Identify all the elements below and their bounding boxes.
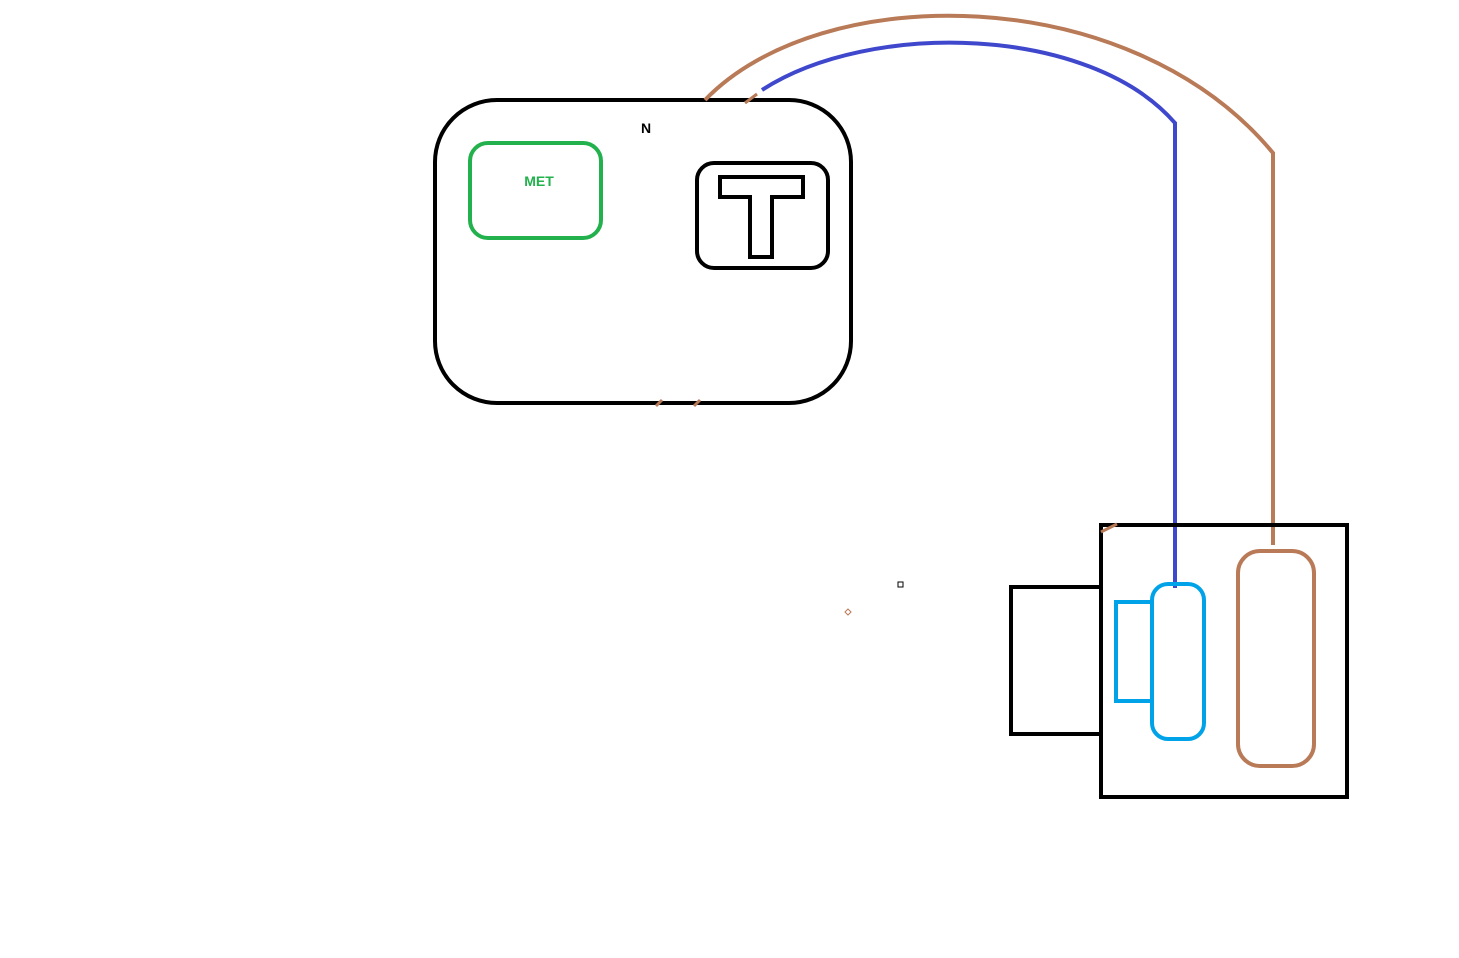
switch-box (695, 161, 830, 270)
stray-black-dot (897, 581, 904, 588)
met-label: MET (524, 173, 554, 189)
brown-mark-left (654, 398, 664, 408)
neutral-label: N (641, 120, 651, 136)
live-wire-brown (703, 13, 1275, 545)
consumer-unit-box (433, 98, 853, 405)
live-wire-stub (744, 92, 758, 105)
neutral-wire-blue (760, 40, 1177, 588)
stray-brown-dot (844, 608, 852, 616)
met-block (468, 141, 603, 240)
neutral-terminal-tab (1114, 600, 1154, 703)
neutral-terminal-body (1150, 582, 1206, 741)
side-plug-box (1009, 585, 1103, 736)
live-terminal (1236, 549, 1316, 768)
t-symbol-icon (718, 175, 805, 259)
accessory-brown-stub (1100, 522, 1118, 534)
brown-mark-right (692, 398, 702, 408)
